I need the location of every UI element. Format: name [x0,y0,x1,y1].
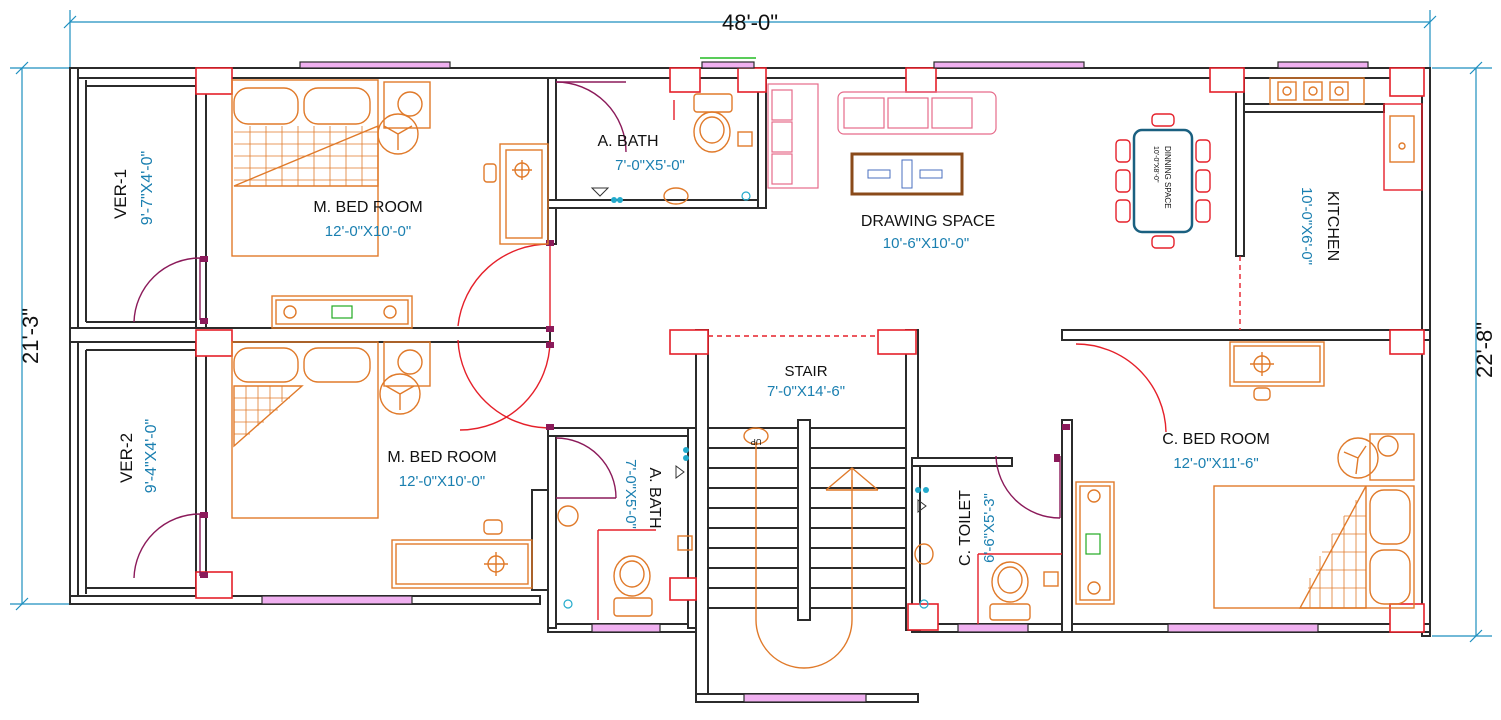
dimension-right: 22'-8" [1472,322,1497,378]
bed-master-2 [231,341,533,589]
ver2-label: VER-2 [117,433,136,483]
doors [133,81,1241,579]
abath2-label: A. BATH [646,467,663,528]
dining-label: DINNING SPACE [1163,146,1172,209]
kitchen-size: 10'-0"X6'-0" [1298,187,1315,265]
windows [261,57,1369,703]
mbed2-label: M. BED ROOM [387,449,496,466]
dimension-top: 48'-0" [722,10,778,35]
drawing-size: 10'-6"X10'-0" [883,235,969,252]
cbed-label: C. BED ROOM [1162,431,1270,448]
bed-child [1075,341,1415,609]
ver1-label: VER-1 [111,169,130,219]
toilet-fixtures [914,487,1062,624]
mbed1-size: 12'-0"X10'-0" [325,223,411,240]
kitchen-label: KITCHEN [1324,191,1341,261]
toilet-size: 6'-6"X5'-3" [981,493,998,563]
cbed-size: 12'-0"X11'-6" [1173,455,1258,472]
mbed1-label: M. BED ROOM [313,199,422,216]
bath-1-fixtures [590,93,753,205]
stair-up-label: UP [750,437,761,446]
ver1-size: 9'-7"X4'-0" [139,151,156,225]
abath1-size: 7'-0"X5'-0" [615,157,685,174]
dining-table [1115,113,1211,249]
abath2-size: 7'-0"X5'-0" [622,459,639,529]
exterior-walls [69,67,1431,637]
bed-master-1 [231,79,549,329]
drawing-label: DRAWING SPACE [861,213,995,230]
stair-treads [708,419,906,669]
bath-2-fixtures [557,447,693,620]
stair-size: 7'-0"X14'-6" [767,383,845,400]
dimension-lines [10,10,1492,643]
drawing-sofa-set [767,83,997,196]
toilet-label: C. TOILET [957,490,974,566]
dining-size: 10'-0"X8'-0" [1152,146,1159,183]
mbed2-size: 12'-0"X10'-0" [399,473,485,490]
stair-label: STAIR [784,363,827,380]
dimension-left: 21'-3" [18,308,43,364]
abath1-label: A. BATH [597,133,658,150]
kitchen-fixtures [1269,77,1423,191]
ver2-size: 9'-4"X4'-0" [143,419,160,493]
